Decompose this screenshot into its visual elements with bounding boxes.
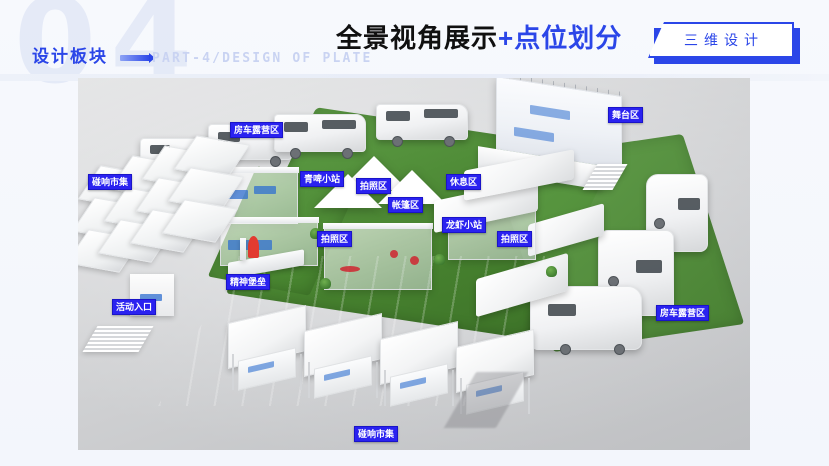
page-title-main: 全景视角展示 (336, 23, 499, 53)
site-plan-render: 碰响市集房车露营区青啤小站拍照区休息区舞台区帐篷区龙虾小站拍照区拍照区房车露营区… (78, 78, 750, 450)
monument-white-fin (240, 238, 246, 260)
furniture-red-table (340, 266, 360, 272)
map-label-photo-zone-left: 拍照区 (317, 231, 353, 247)
furniture-blue-1 (220, 190, 248, 199)
map-label-lobster-station: 龙虾小站 (442, 217, 487, 233)
map-label-photo-zone-right: 拍照区 (497, 231, 533, 247)
furniture-red-2 (410, 256, 419, 265)
map-label-photo-zone-top: 拍照区 (356, 178, 392, 194)
furniture-red-1 (390, 250, 398, 258)
badge: 三维设计 (648, 22, 800, 64)
map-label-tent-zone: 帐篷区 (388, 197, 424, 213)
section-label: 设计板块 (32, 47, 108, 66)
map-label-stage-zone: 舞台区 (608, 107, 644, 123)
map-label-event-entrance: 活动入口 (112, 299, 157, 315)
map-label-qingpi-station: 青啤小站 (300, 171, 345, 187)
furniture-blue-2 (254, 186, 276, 194)
page-title: 全景视角展示+点位划分 (336, 25, 622, 51)
badge-label: 三维设计 (684, 32, 764, 48)
map-label-rv-camp-right: 房车露营区 (656, 305, 710, 321)
page-title-accent: +点位划分 (498, 23, 623, 53)
section-subtitle-en: PART-4/DESIGN OF PLATE (152, 51, 373, 66)
map-label-rest-zone: 休息区 (446, 174, 482, 190)
map-label-market-left: 碰响市集 (88, 174, 133, 190)
map-label-rv-camp-top: 房车露营区 (230, 122, 284, 138)
arrow-right-icon (120, 53, 155, 63)
map-label-spirit-fortress: 精神堡垒 (226, 274, 271, 290)
entrance-sign (140, 294, 162, 301)
monument-red-fin (248, 236, 259, 258)
header-divider (0, 74, 829, 81)
map-label-market-bottom: 碰响市集 (354, 426, 399, 442)
